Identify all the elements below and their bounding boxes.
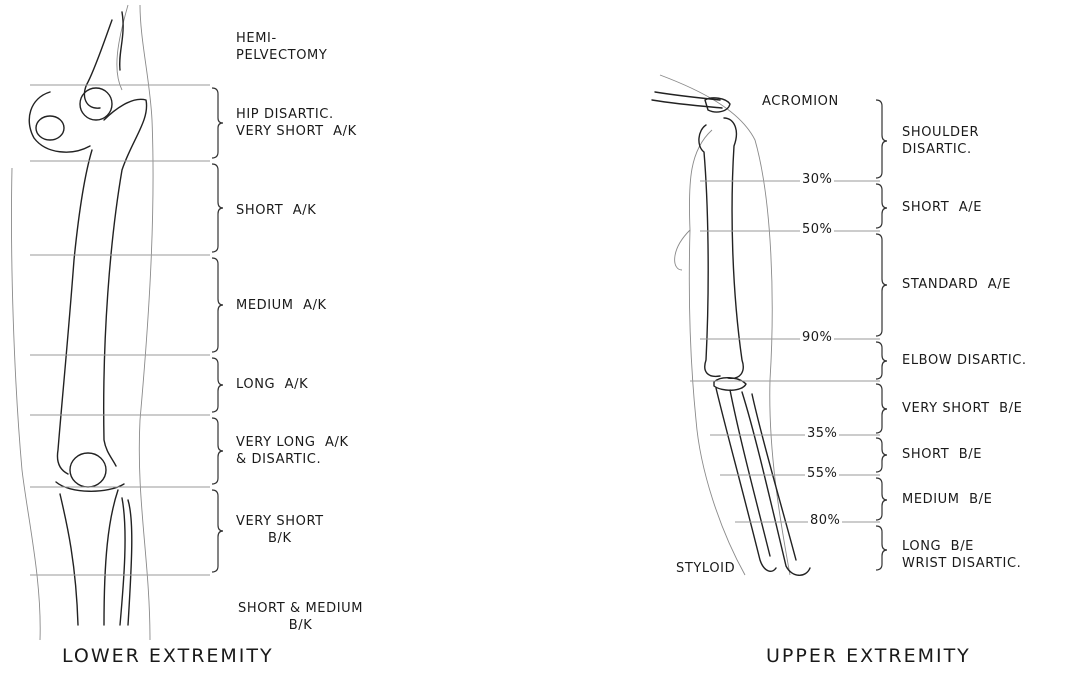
clavicle — [652, 92, 722, 108]
pct-35: 35% — [805, 426, 839, 441]
label-short-medium-bk: SHORT & MEDIUM B/K — [238, 600, 363, 634]
label-short-be: SHORT B/E — [902, 446, 982, 463]
lower-extremity-drawing — [11, 5, 153, 640]
label-short-ae: SHORT A/E — [902, 199, 982, 216]
lower-braces — [212, 88, 223, 572]
label-styloid: STYLOID — [676, 560, 735, 577]
label-medium-ak: MEDIUM A/K — [236, 297, 327, 314]
label-hip-disartic: HIP DISARTIC. VERY SHORT A/K — [236, 106, 357, 140]
fibula — [120, 498, 125, 625]
femoral-head — [80, 88, 112, 120]
label-short-ak: SHORT A/K — [236, 202, 316, 219]
upper-braces — [876, 100, 887, 570]
label-medium-be: MEDIUM B/E — [902, 491, 992, 508]
pct-80: 80% — [808, 513, 842, 528]
label-hemipelvectomy: HEMI- PELVECTOMY — [236, 30, 327, 64]
label-very-long-ak: VERY LONG A/K & DISARTIC. — [236, 434, 349, 468]
upper-extremity-caption: UPPER EXTREMITY — [766, 645, 971, 667]
label-elbow-disartic: ELBOW DISARTIC. — [902, 352, 1027, 369]
lower-extremity-caption: LOWER EXTREMITY — [62, 645, 274, 667]
label-acromion: ACROMION — [762, 93, 839, 110]
label-long-be-wrist: LONG B/E WRIST DISARTIC. — [902, 538, 1021, 572]
label-long-ak: LONG A/K — [236, 376, 308, 393]
label-shoulder-disartic: SHOULDER DISARTIC. — [902, 124, 979, 158]
pct-30: 30% — [800, 172, 834, 187]
pct-90: 90% — [800, 330, 834, 345]
femur — [104, 99, 147, 466]
label-very-short-bk: VERY SHORT B/K — [236, 513, 324, 547]
patella — [70, 453, 106, 487]
pct-50: 50% — [800, 222, 834, 237]
lower-level-lines — [30, 85, 210, 575]
elbow — [714, 378, 746, 391]
label-standard-ae: STANDARD A/E — [902, 276, 1011, 293]
tibia — [60, 494, 78, 625]
upper-extremity-drawing — [652, 75, 810, 575]
upper-level-lines — [690, 181, 880, 522]
pct-55: 55% — [805, 466, 839, 481]
label-very-short-be: VERY SHORT B/E — [902, 400, 1022, 417]
